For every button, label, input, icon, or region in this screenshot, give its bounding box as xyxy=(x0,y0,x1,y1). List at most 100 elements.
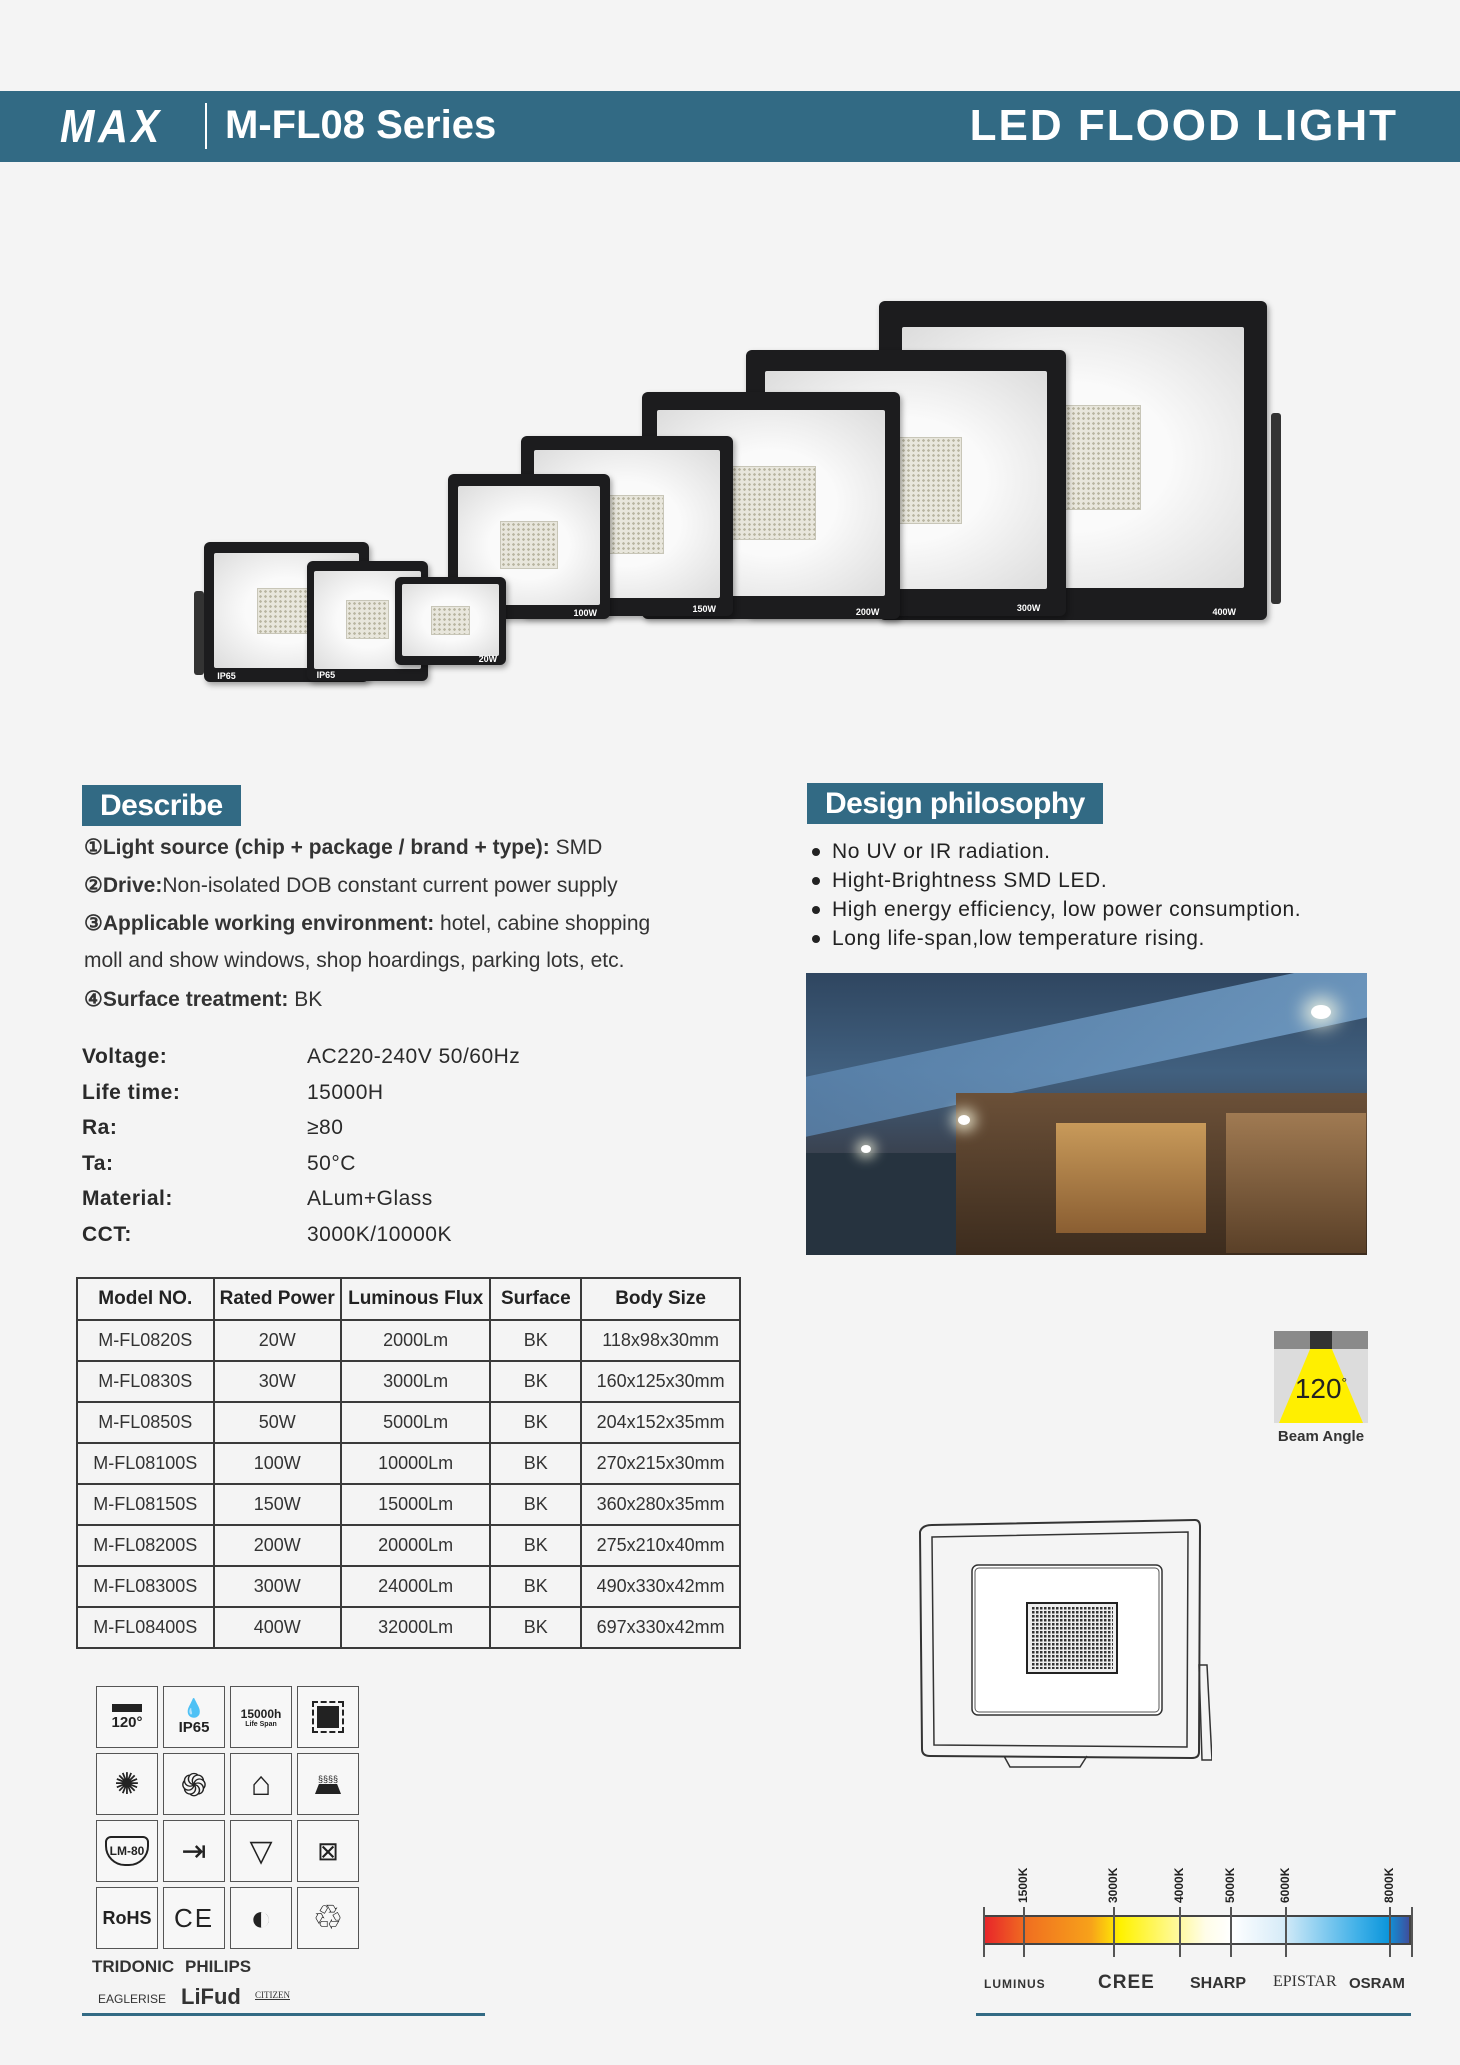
describe-label: ④Surface treatment: xyxy=(84,988,289,1011)
wattage-label: 100W xyxy=(573,607,598,618)
wattage-label: 20W xyxy=(478,654,498,665)
brand-cree: CREE xyxy=(1098,1972,1155,1993)
header-divider xyxy=(205,103,207,149)
table-cell: M-FL0850S xyxy=(76,1401,215,1444)
design-philosophy-heading: Design philosophy xyxy=(807,783,1103,824)
spec-label: Material: xyxy=(82,1187,173,1210)
column-header: Surface xyxy=(489,1277,583,1321)
beam-angle-icon: 120° xyxy=(96,1686,158,1748)
table-cell: M-FL08150S xyxy=(76,1483,215,1526)
brand-tridonic: TRIDONIC xyxy=(92,1957,175,1976)
table-cell: BK xyxy=(489,1360,583,1403)
table-cell: 204x152x35mm xyxy=(580,1401,741,1444)
spec-label: Voltage: xyxy=(82,1045,168,1068)
brand-epistar: EPISTAR xyxy=(1273,1973,1337,1990)
cct-tick-label: 3000K xyxy=(1106,1867,1120,1903)
green-dot-icon: ◐ xyxy=(230,1887,292,1949)
wattage-label: IP65 xyxy=(316,669,336,680)
table-cell: M-FL08300S xyxy=(76,1565,215,1608)
table-cell: M-FL0830S xyxy=(76,1360,215,1403)
describe-line-3: ③Applicable working environment: hotel, … xyxy=(84,911,650,936)
describe-line-5: ④Surface treatment: BK xyxy=(84,987,322,1012)
table-cell: BK xyxy=(489,1483,583,1526)
header-bar: MAX M-FL08 Series LED FLOOD LIGHT xyxy=(0,91,1460,162)
cct-tick xyxy=(1179,1907,1181,1957)
spec-value: ALum+Glass xyxy=(307,1187,433,1210)
cct-tick xyxy=(1389,1907,1391,1957)
wattage-label: 400W xyxy=(1212,606,1236,617)
footer-rule-left xyxy=(82,2013,485,2016)
f-mark-icon: ▽ xyxy=(230,1820,292,1882)
icon-text: 15000h xyxy=(240,1706,282,1721)
table-cell: BK xyxy=(489,1319,583,1362)
table-cell: BK xyxy=(489,1401,583,1444)
design-bullet: Hight-Brightness SMD LED. xyxy=(812,869,1107,893)
wattage-label: 300W xyxy=(1016,603,1041,614)
table-cell: M-FL0820S xyxy=(76,1319,215,1362)
table-cell: 150W xyxy=(212,1483,342,1526)
product-lineup-image: 400W 300W 200W 150W 100W IP65 IP65 20W xyxy=(0,0,1460,700)
describe-label: ③Applicable working environment: xyxy=(84,912,435,935)
table-cell: 270x215x30mm xyxy=(580,1442,741,1485)
describe-line-4: moll and show windows, shop hoardings, p… xyxy=(84,949,624,973)
table-cell: 20W xyxy=(212,1319,342,1362)
brand-eaglerise: EAGLERISE xyxy=(98,1992,167,2006)
application-photo xyxy=(806,973,1367,1255)
spec-value: 3000K/10000K xyxy=(307,1223,452,1246)
spec-label: CCT: xyxy=(82,1223,132,1246)
degree-symbol: ° xyxy=(1341,1374,1348,1391)
table-cell: M-FL08100S xyxy=(76,1442,215,1485)
brand-lifud: LiFud xyxy=(181,1984,241,2009)
describe-line-1: ①Light source (chip + package / brand + … xyxy=(84,835,602,860)
column-header: Body Size xyxy=(580,1277,741,1321)
design-bullet: High energy efficiency, low power consum… xyxy=(812,898,1301,922)
table-cell: 490x330x42mm xyxy=(580,1565,741,1608)
beam-angle-diagram: 120° xyxy=(1274,1331,1368,1423)
wattage-label: 150W xyxy=(692,604,717,615)
icon-text: 120° xyxy=(111,1713,143,1731)
table-cell: 50W xyxy=(212,1401,342,1444)
cct-tick xyxy=(1285,1907,1287,1957)
cct-tick xyxy=(1230,1907,1232,1957)
heat-dissipation-icon: §§§§ xyxy=(297,1753,359,1815)
scale-edge-tick xyxy=(983,1907,985,1957)
flood-light-line-drawing xyxy=(918,1518,1212,1768)
describe-line-2: ②Drive:Non-isolated DOB constant current… xyxy=(84,873,618,898)
table-cell: 697x330x42mm xyxy=(580,1606,741,1649)
recycle-icon: ♲ xyxy=(297,1887,359,1949)
describe-value: SMD xyxy=(549,836,603,859)
wattage-label: 200W xyxy=(855,606,880,617)
describe-value: BK xyxy=(288,988,323,1011)
eco-house-icon: ⌂ xyxy=(230,1753,292,1815)
table-cell: 2000Lm xyxy=(339,1319,492,1362)
table-cell: 10000Lm xyxy=(339,1442,492,1485)
chip-icon xyxy=(297,1686,359,1748)
spec-value: AC220-240V 50/60Hz xyxy=(307,1045,521,1068)
describe-label: ①Light source (chip + package / brand + … xyxy=(84,836,550,859)
describe-heading: Describe xyxy=(82,785,241,826)
table-cell: 275x210x40mm xyxy=(580,1524,741,1567)
scale-edge-tick xyxy=(1411,1907,1413,1957)
table-cell: 118x98x30mm xyxy=(580,1319,741,1362)
spec-label: Ra: xyxy=(82,1116,118,1139)
spec-value: 15000H xyxy=(307,1081,384,1104)
table-cell: 160x125x30mm xyxy=(580,1360,741,1403)
column-header: Rated Power xyxy=(212,1277,342,1321)
icon-text: RoHS xyxy=(102,1907,152,1928)
table-cell: 20000Lm xyxy=(339,1524,492,1567)
cct-tick-label: 5000K xyxy=(1223,1867,1237,1903)
table-cell: 15000Lm xyxy=(339,1483,492,1526)
icon-text: Life Span xyxy=(245,1720,277,1728)
cct-tick xyxy=(1023,1907,1025,1957)
table-cell: BK xyxy=(489,1606,583,1649)
lm80-badge-icon: LM-80 xyxy=(96,1820,158,1882)
design-bullet: Long life-span,low temperature rising. xyxy=(812,927,1205,951)
outdoor-use-icon: ⇥ xyxy=(163,1820,225,1882)
